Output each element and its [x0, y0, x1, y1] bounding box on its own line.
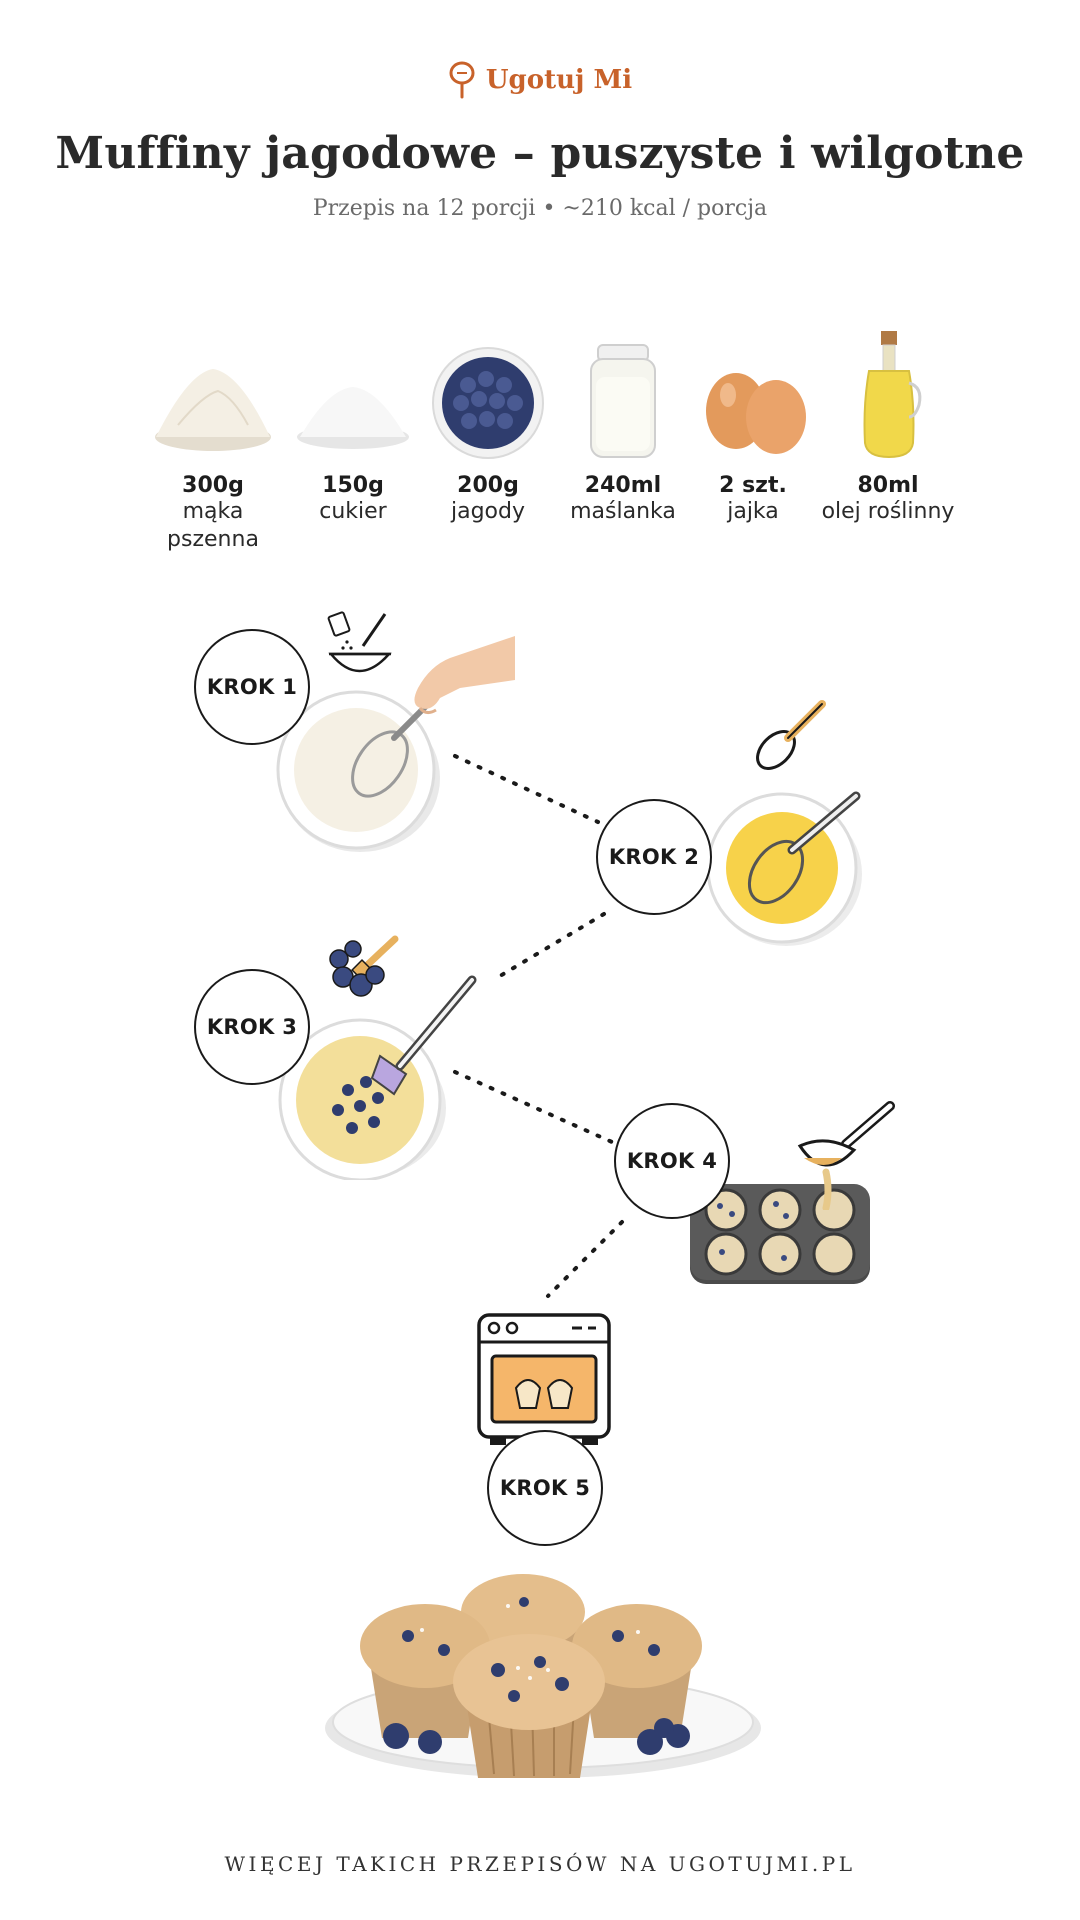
finished-muffins-image: [325, 1574, 761, 1778]
ingredient-eggs: 2 szt. jajka: [678, 325, 828, 526]
whisk-pin-icon: [449, 61, 475, 99]
whisk-icon: [756, 700, 826, 770]
step3-bowl-image: [278, 975, 477, 1180]
ingredient-qty: 300g: [182, 473, 244, 498]
flour-image: [155, 369, 271, 451]
blueberries-bowl-image: [432, 347, 544, 459]
ingredient-name: jagody: [450, 499, 525, 524]
ingredient-qty: 80ml: [857, 473, 919, 498]
step2-bowl-image: [706, 791, 862, 946]
eggs-image: [706, 373, 806, 454]
step1-bowl-image: [276, 689, 443, 852]
recipe-subtitle: Przepis na 12 porcji • ~210 kcal / porcj…: [312, 196, 768, 221]
ingredient-qty: 2 szt.: [719, 473, 787, 498]
ingredient-flour: 300g mąka pszenna: [138, 325, 288, 554]
recipe-title: Muffiny jagodowe – puszyste i wilgotne: [55, 128, 1025, 179]
oil-bottle-image: [863, 331, 922, 459]
ingredient-name: maślanka: [570, 499, 676, 524]
ladle-icon: [797, 1101, 895, 1210]
step-badge-1: KROK 1: [194, 629, 310, 745]
step-badge-3: KROK 3: [194, 969, 310, 1085]
ingredient-oil: 80ml olej roślinny: [808, 325, 968, 526]
buttermilk-jar-image: [590, 344, 656, 458]
oven-icon: [477, 1313, 611, 1445]
ingredient-qty: 240ml: [584, 473, 662, 498]
step-badge-4: KROK 4: [614, 1103, 730, 1219]
ingredient-name: cukier: [319, 499, 387, 524]
brand-logo[interactable]: Ugotuj Mi: [0, 58, 1080, 102]
footer-link[interactable]: WIĘCEJ TAKICH PRZEPISÓW NA UGOTUJMI.PL: [224, 1852, 856, 1876]
ingredient-qty: 150g: [322, 473, 384, 498]
ingredient-sugar: 150g cukier: [278, 325, 428, 526]
sugar-image: [297, 387, 409, 449]
ingredient-name: jajka: [727, 499, 779, 524]
step-badge-2: KROK 2: [596, 799, 712, 915]
flour-bowl-icon: [327, 611, 392, 673]
brand-name: Ugotuj Mi: [485, 65, 633, 95]
step-badge-5: KROK 5: [487, 1430, 603, 1546]
blueberry-spatula-icon: [329, 935, 399, 997]
ingredient-qty: 200g: [457, 473, 519, 498]
step1-hand-image: [414, 636, 515, 715]
ingredient-buttermilk: 240ml maślanka: [548, 325, 698, 526]
ingredient-name: olej roślinny: [821, 499, 955, 524]
ingredient-blueberries: 200g jagody: [413, 325, 563, 526]
ingredient-name: mąka pszenna: [167, 499, 259, 552]
